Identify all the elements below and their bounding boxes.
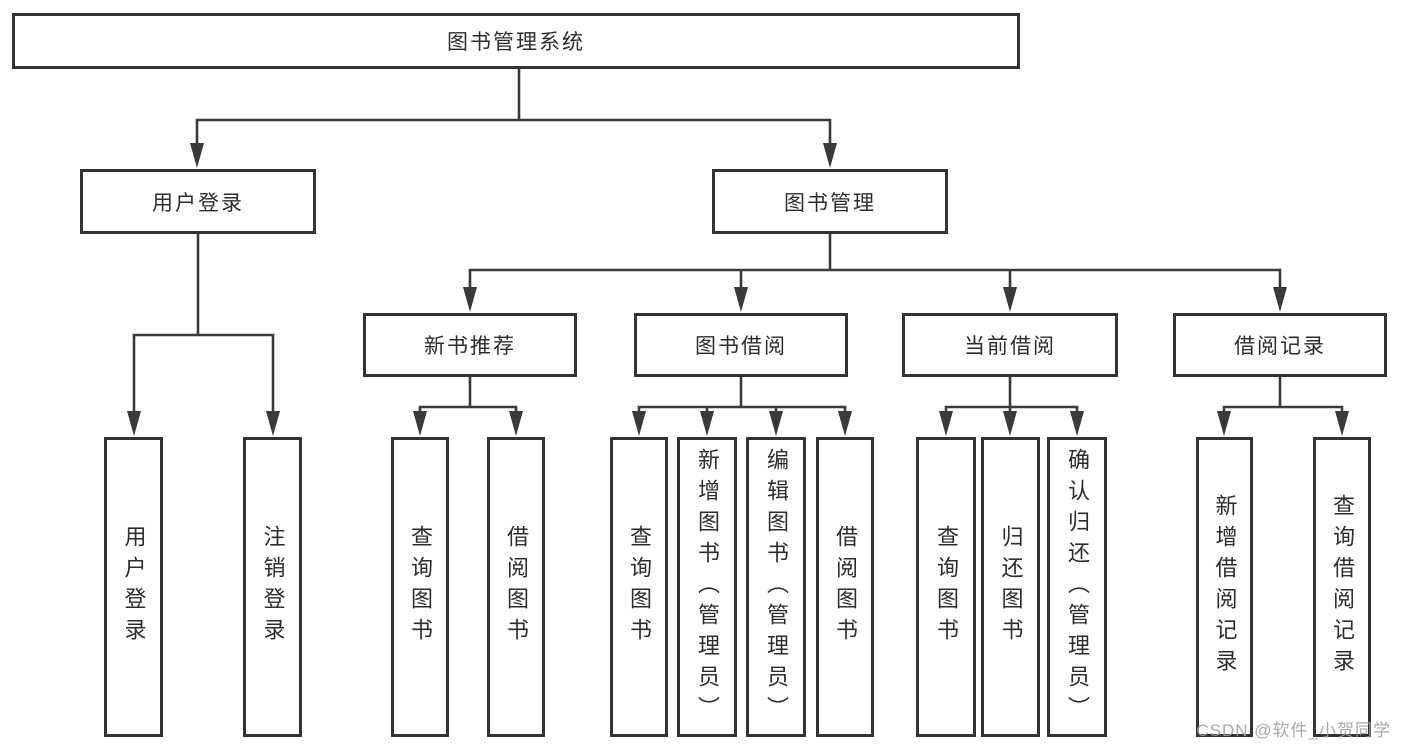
node-book-borrow: 图书借阅: [634, 313, 848, 377]
node-user-login: 用户登录: [80, 169, 316, 234]
leaf-add-borrow-record: 新增借阅记录: [1196, 437, 1253, 737]
leaf-confirm-return-admin: 确认归还（管理员）: [1047, 437, 1107, 737]
leaf-query-books-current: 查询图书: [916, 437, 976, 737]
connector-user-login-children: [127, 233, 280, 436]
connector-book-borrow-children: [632, 377, 852, 436]
leaf-edit-books-admin: 编辑图书（管理员）: [746, 437, 806, 737]
leaf-borrow-books: 借阅图书: [816, 437, 874, 737]
leaf-borrow-books-recommend: 借阅图书: [487, 437, 545, 737]
leaf-return-books: 归还图书: [981, 437, 1040, 737]
connector-borrow-record-children: [1217, 377, 1349, 436]
leaf-user-login: 用户登录: [104, 437, 163, 737]
leaf-query-borrow-record: 查询借阅记录: [1313, 437, 1371, 737]
connector-new-book-children: [413, 377, 523, 436]
node-library-management-system: 图书管理系统: [12, 13, 1020, 69]
connector-book-mgmt-to-level3: [463, 233, 1287, 312]
leaf-query-books-recommend: 查询图书: [391, 437, 449, 737]
node-book-management: 图书管理: [712, 169, 948, 234]
node-current-borrow: 当前借阅: [902, 313, 1118, 377]
leaf-query-books-borrow: 查询图书: [610, 437, 668, 737]
node-borrow-record: 借阅记录: [1173, 313, 1387, 377]
connector-root-to-level2: [190, 68, 837, 168]
leaf-add-books-admin: 新增图书（管理员）: [677, 437, 737, 737]
csdn-watermark: CSDN @软件_小贺同学: [1196, 721, 1391, 740]
leaf-logout: 注销登录: [243, 437, 302, 737]
connector-current-borrow-children: [939, 377, 1084, 436]
node-new-book-recommend: 新书推荐: [363, 313, 577, 377]
